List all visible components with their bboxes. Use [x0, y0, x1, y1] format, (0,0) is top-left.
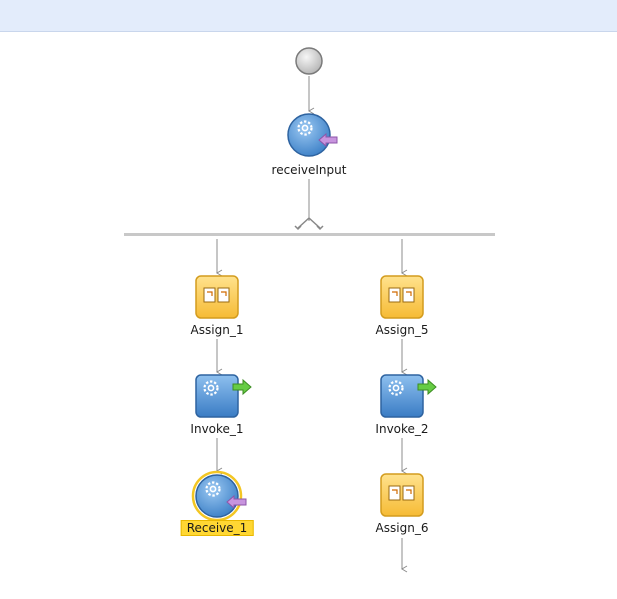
invoke-2-label: Invoke_2	[375, 422, 429, 436]
editor-header-bar	[0, 0, 617, 32]
assign-1-label: Assign_1	[190, 323, 244, 337]
assign-1-activity[interactable]	[195, 275, 239, 319]
invoke-gear-icon	[388, 380, 404, 396]
invoke-1-activity[interactable]	[195, 374, 253, 418]
flow-split-icon	[294, 217, 324, 231]
receive-gear-icon	[297, 120, 313, 136]
invoke-2-activity[interactable]	[380, 374, 438, 418]
receive-arrow-icon	[226, 494, 247, 510]
invoke-gear-icon	[203, 380, 219, 396]
bpel-process-canvas[interactable]: receiveInput Assign_1	[0, 33, 617, 599]
assign-6-activity[interactable]	[380, 473, 424, 517]
invoke-1-label: Invoke_1	[190, 422, 244, 436]
receive-1-label: Receive_1	[180, 520, 254, 536]
assign-6-label: Assign_6	[375, 521, 429, 535]
assign-5-label: Assign_5	[375, 323, 429, 337]
receive-arrow-icon	[318, 132, 338, 148]
start-event[interactable]	[294, 46, 324, 76]
start-circle-icon	[295, 47, 323, 75]
receive-input-activity[interactable]	[286, 112, 340, 160]
invoke-arrow-icon	[417, 378, 437, 396]
assign-5-activity[interactable]	[380, 275, 424, 319]
assign-icon	[203, 287, 230, 303]
receive-1-activity[interactable]	[191, 470, 249, 522]
receive-input-label: receiveInput	[271, 163, 347, 177]
flow-split-bar[interactable]	[124, 233, 495, 236]
connector-layer	[124, 76, 495, 573]
receive-gear-icon	[205, 481, 221, 497]
assign-icon	[388, 485, 415, 501]
invoke-arrow-icon	[232, 378, 252, 396]
assign-icon	[388, 287, 415, 303]
